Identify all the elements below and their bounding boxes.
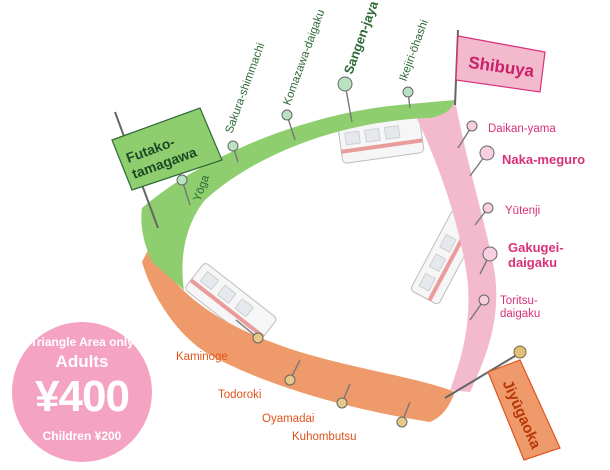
station-daikan-yama[interactable]: Daikan-yama [457,120,556,149]
station-pin-head [337,76,353,92]
fare-adults-price: ¥400 [35,372,130,421]
station-pin-head [482,246,498,262]
station-pin-head [284,374,296,386]
station-todoroki[interactable]: Todoroki [218,359,301,401]
fare-area-label: Triangle Area only [30,335,134,349]
den-en-toshi-line-band [141,100,456,290]
station-gakugei-daigaku[interactable]: Gakugei-daigaku [479,240,564,275]
train-illustrations [185,116,481,345]
station-label-kaminoge: Kaminoge [176,351,228,363]
station-pin-head [482,202,494,214]
station-naka-meguro[interactable]: Naka-meguro [469,145,585,177]
station-label-line: Toritsu- [500,295,538,307]
futako-tamagawa-flag-cloth [111,107,223,191]
station-sangen-jaya[interactable]: Sangen-jaya [337,0,382,123]
fare-children-label: Children ¥200 [42,429,122,443]
station-pin-head [479,145,495,161]
station-pin-head [227,140,239,152]
station-pin-head [176,174,188,186]
jiyugaoka-flag-cloth [487,359,561,461]
fare-adults-label: Adults [55,352,109,371]
station-label-todoroki: Todoroki [218,389,261,401]
station-oyamadai[interactable]: Oyamadai [262,383,351,425]
station-kuhombutsu[interactable]: Kuhombutsu [292,401,411,443]
station-toritsu-daigaku[interactable]: Toritsu-daigaku [469,294,540,321]
station-label-line: daigaku [508,255,557,270]
station-pin-head [281,109,293,121]
station-pin-head [402,86,414,98]
train-top-illustration [338,116,425,164]
shibuya-flag[interactable]: Shibuya [454,29,546,106]
station-label-daikan-yama: Daikan-yama [488,123,556,135]
station-kaminoge[interactable]: Kaminoge [176,319,264,363]
station-pin-head [252,332,264,344]
station-pin-head [336,397,348,409]
station-label-yutenji: Yūtenji [505,205,540,217]
station-pin-head [466,120,478,132]
station-label-kuhombutsu: Kuhombutsu [292,431,357,443]
station-label-line: Gakugei- [508,240,564,255]
station-ikejiri-ohashi[interactable]: Ikejiri-ōhashi [398,18,431,109]
toyoko-line-band [410,100,497,392]
fare-badge: Triangle Area only Adults ¥400 Children … [12,322,152,462]
oimachi-line-band [142,246,455,422]
station-pin-head [396,416,408,428]
station-label-sakura-shimmachi: Sakura-shimmachi [224,41,268,135]
station-label-komazawa-daigaku: Komazawa-daigaku [282,8,328,107]
station-label-gakugei-daigaku: Gakugei-daigaku [508,240,564,270]
train-left-illustration [185,263,277,345]
futako-tamagawa-flag[interactable]: Futako- tamagawa [111,107,223,229]
station-yutenji[interactable]: Yūtenji [474,202,540,226]
shibuya-flag-cloth [455,35,546,93]
station-label-toritsu-daigaku: Toritsu-daigaku [500,295,540,320]
station-label-naka-meguro: Naka-meguro [502,152,585,167]
station-label-sangen-jaya: Sangen-jaya [341,0,382,76]
station-label-oyamadai: Oyamadai [262,413,314,425]
station-label-ikejiri-ohashi: Ikejiri-ōhashi [398,18,431,83]
station-pin-head [478,294,490,306]
station-label-line: daigaku [500,308,540,320]
